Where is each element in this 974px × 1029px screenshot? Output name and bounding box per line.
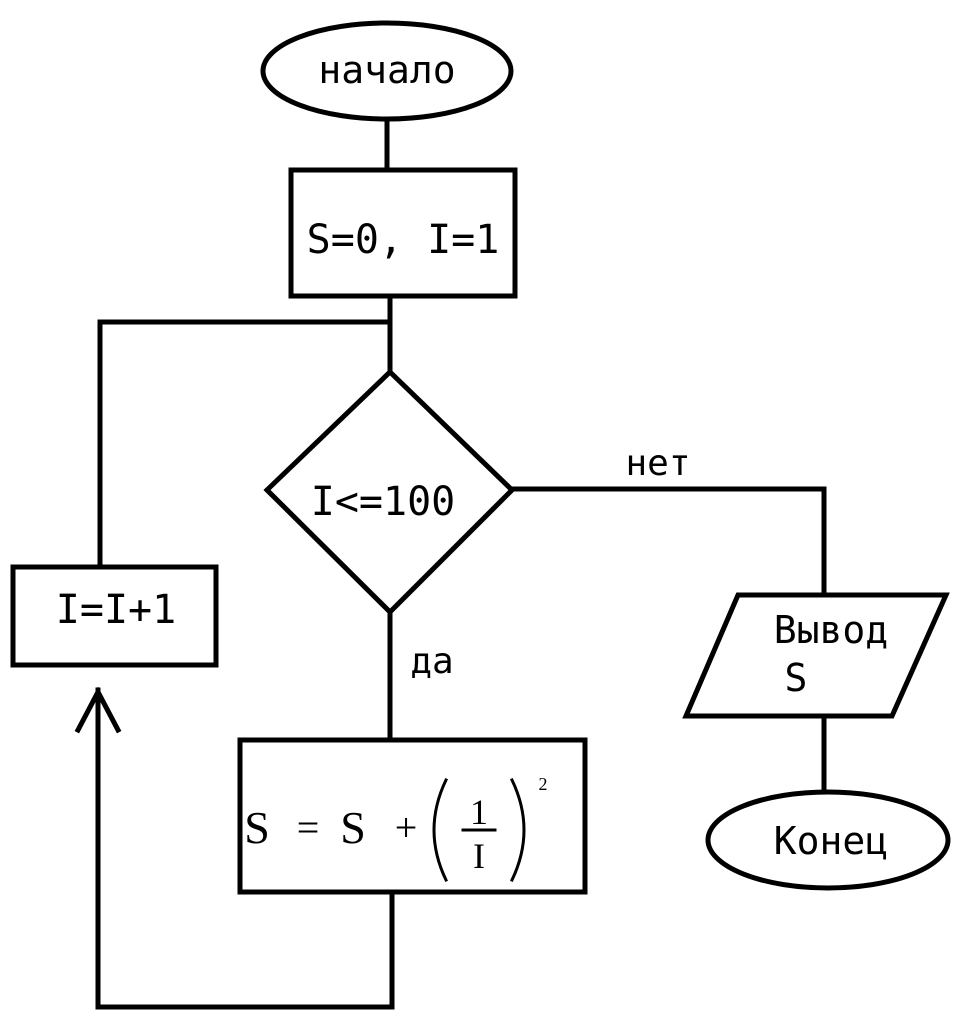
branch-no-label: нет [625,443,690,484]
formula-equals: = [297,805,320,850]
formula-numerator: 1 [470,792,488,832]
connector-loop-back-top [97,319,393,570]
output-label-line1: Вывод [774,608,888,652]
condition-label: I<=100 [311,479,456,525]
formula-plus: + [395,805,418,850]
end-node: Конец [705,789,951,891]
formula-left-paren [432,777,449,883]
increment-node: I=I+1 [10,564,219,668]
increment-label: I=I+1 [56,587,176,633]
connector-body-loop-back [95,687,395,1010]
formula-right-paren [509,777,526,883]
formula-exponent: 2 [539,774,548,794]
output-node: Вывод S [682,592,950,719]
formula-term: S [340,802,366,853]
start-label: начало [318,48,455,92]
branch-yes-label: да [410,641,453,682]
start-node: начало [260,20,514,122]
sum-node: S = S + 1 I 2 [237,737,588,895]
output-label-line2: S [785,656,808,700]
formula-denominator: I [473,836,485,876]
formula-lhs: S [244,802,270,853]
connectors [74,119,827,1010]
init-label: S=0, I=1 [307,217,500,263]
connector-condition-no [509,486,827,598]
condition-node: I<=100 [263,368,516,616]
end-label: Конец [774,819,888,863]
init-node: S=0, I=1 [288,167,518,299]
arrow-up-icon [74,686,122,734]
